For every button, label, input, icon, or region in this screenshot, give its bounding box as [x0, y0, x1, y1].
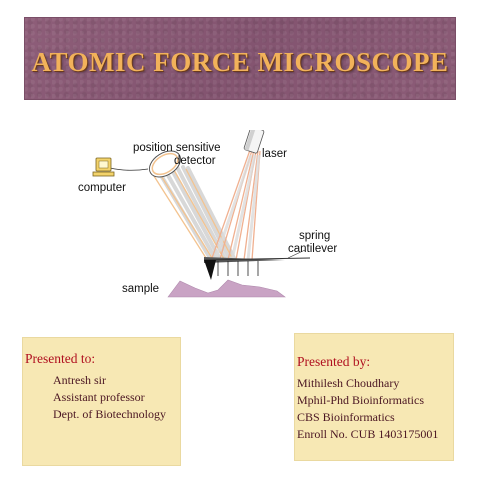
presented-by-line: Enroll No. CUB 1403175001 — [297, 427, 439, 441]
label-detector: detector — [174, 155, 216, 167]
presented-by-line: Mithilesh Choudhary — [297, 376, 400, 390]
presented-to-box: Presented to: Antresh sir Assistant prof… — [22, 337, 181, 466]
detector-cable — [109, 167, 149, 171]
cantilever — [204, 257, 285, 263]
presented-by-box: Presented by: Mithilesh Choudhary Mphil-… — [294, 333, 454, 461]
label-cantilever: cantilever — [288, 243, 338, 255]
laser-device — [243, 126, 265, 154]
afm-diagram: position sensitive detector computer las… — [70, 126, 410, 310]
computer-icon — [92, 157, 115, 177]
cantilever-tip — [204, 260, 216, 280]
presented-to-line: Assistant professor — [53, 390, 145, 404]
presented-to-line: Dept. of Biotechnology — [53, 407, 166, 421]
label-spring: spring — [299, 230, 331, 242]
label-psd: position sensitive — [133, 142, 221, 154]
presented-by-line: CBS Bioinformatics — [297, 410, 395, 424]
label-sample: sample — [122, 283, 160, 295]
sample-surface — [167, 279, 286, 298]
presented-by-line: Mphil-Phd Bioinformatics — [297, 393, 424, 407]
position-sensitive-detector — [148, 150, 182, 178]
label-computer: computer — [78, 182, 126, 194]
label-laser: laser — [262, 148, 287, 160]
presented-to-line: Antresh sir — [53, 373, 106, 387]
afm-diagram-svg — [92, 126, 311, 298]
presented-by-heading: Presented by: — [297, 354, 371, 369]
title-banner: ATOMIC FORCE MICROSCOPE — [24, 17, 456, 100]
slide-title: ATOMIC FORCE MICROSCOPE — [31, 47, 449, 77]
presented-to-heading: Presented to: — [25, 351, 96, 366]
